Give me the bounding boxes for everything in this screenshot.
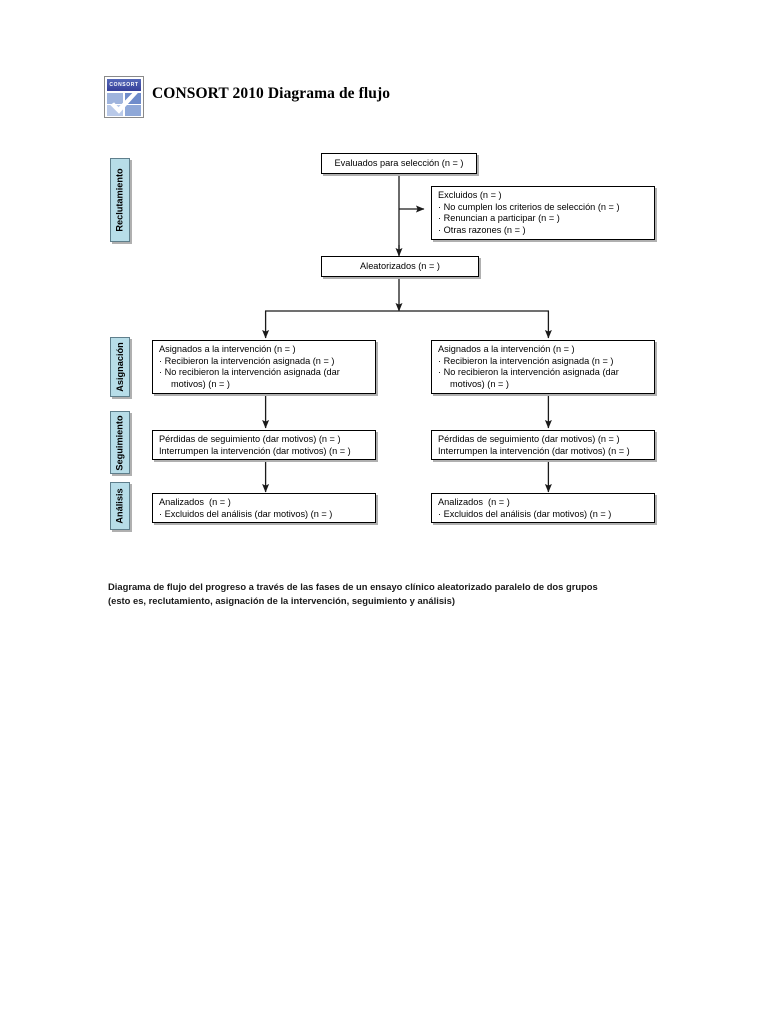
phase-label-reclutamiento: Reclutamiento <box>110 158 130 242</box>
phase-label-asignacion-text: Asignación <box>115 342 125 392</box>
phase-label-seguimiento: Seguimiento <box>110 411 130 474</box>
checkmark-icon <box>110 91 140 114</box>
box-asignacion-derecha-line-4: motivos) (n = ) <box>450 378 509 389</box>
box-asignacion-derecha-line-2: Recibieron la intervención asignada (n =… <box>438 356 649 368</box>
phase-label-seguimiento-text: Seguimiento <box>115 414 126 471</box>
box-evaluados-para-seleccion: Evaluados para selección (n = ) <box>321 153 477 174</box>
box-asignacion-derecha-line-3: No recibieron la intervención asignada (… <box>438 367 649 379</box>
box-asignacion-izquierda: Asignados a la intervención (n = ) Recib… <box>152 340 376 394</box>
box-asignacion-derecha-line-1: Asignados a la intervención (n = ) <box>438 344 575 354</box>
box-excluidos: Excluidos (n = ) No cumplen los criterio… <box>431 186 655 240</box>
box-asignacion-izquierda-line-1: Asignados a la intervención (n = ) <box>159 344 296 354</box>
box-asignacion-izquierda-line-2: Recibieron la intervención asignada (n =… <box>159 356 370 368</box>
box-seguimiento-derecha-line-2: Interrumpen la intervención (dar motivos… <box>438 445 630 456</box>
box-aleatorizados: Aleatorizados (n = ) <box>321 256 479 277</box>
box-analisis-izquierda-line-2: Excluidos del análisis (dar motivos) (n … <box>159 509 370 521</box>
box-seguimiento-izquierda-line-2: Interrumpen la intervención (dar motivos… <box>159 445 351 456</box>
consort-logo-tile-1 <box>107 93 123 104</box>
phase-label-asignacion: Asignación <box>110 337 130 397</box>
box-excluidos-line-1: Excluidos (n = ) <box>438 190 502 200</box>
box-seguimiento-derecha: Pérdidas de seguimiento (dar motivos) (n… <box>431 430 655 460</box>
phase-label-reclutamiento-text: Reclutamiento <box>115 168 125 232</box>
box-aleatorizados-line-1: Aleatorizados (n = ) <box>360 260 440 271</box>
box-analisis-derecha: Analizados (n = ) Excluidos del análisis… <box>431 493 655 523</box>
page-title: CONSORT 2010 Diagrama de flujo <box>152 85 391 102</box>
page-header: CONSORT CONSORT 2010 Diagrama de flujo <box>104 74 664 122</box>
box-analisis-izquierda-line-1: Analizados (n = ) <box>159 497 231 507</box>
box-seguimiento-izquierda: Pérdidas de seguimiento (dar motivos) (n… <box>152 430 376 460</box>
consort-logo: CONSORT <box>104 76 144 118</box>
box-asignacion-derecha: Asignados a la intervención (n = ) Recib… <box>431 340 655 394</box>
box-seguimiento-derecha-line-1: Pérdidas de seguimiento (dar motivos) (n… <box>438 434 620 444</box>
box-seguimiento-izquierda-line-1: Pérdidas de seguimiento (dar motivos) (n… <box>159 434 341 444</box>
phase-label-analisis-text: Análisis <box>115 488 126 524</box>
consort-logo-wordmark: CONSORT <box>107 79 141 91</box>
consort-logo-tile-2 <box>125 93 141 104</box>
box-excluidos-line-4: Otras razones (n = ) <box>438 225 649 237</box>
box-excluidos-line-2: No cumplen los criterios de selección (n… <box>438 202 649 214</box>
box-analisis-derecha-line-1: Analizados (n = ) <box>438 497 510 507</box>
diagram-caption-line-2: (esto es, reclutamiento, asignación de l… <box>108 595 455 606</box>
box-analisis-izquierda: Analizados (n = ) Excluidos del análisis… <box>152 493 376 523</box>
diagram-caption-line-1: Diagrama de flujo del progreso a través … <box>108 581 598 592</box>
phase-label-analisis: Análisis <box>110 482 130 530</box>
box-asignacion-izquierda-line-4: motivos) (n = ) <box>171 378 230 389</box>
consort-logo-tile-4 <box>125 105 141 116</box>
diagram-caption: Diagrama de flujo del progreso a través … <box>108 580 668 608</box>
box-excluidos-line-3: Renuncian a participar (n = ) <box>438 213 649 225</box>
consort-logo-tile-3 <box>107 105 123 116</box>
box-evaluados-line-1: Evaluados para selección (n = ) <box>334 157 464 168</box>
box-analisis-derecha-line-2: Excluidos del análisis (dar motivos) (n … <box>438 509 649 521</box>
box-asignacion-izquierda-line-3: No recibieron la intervención asignada (… <box>159 367 370 379</box>
